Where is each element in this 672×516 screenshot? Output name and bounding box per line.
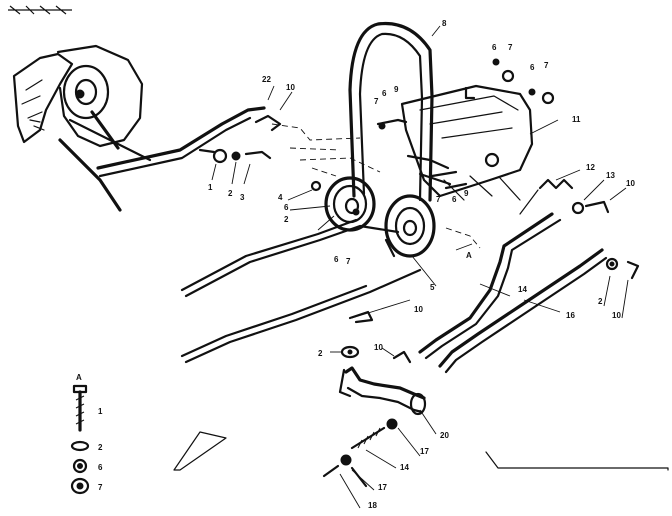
header-scribble — [8, 5, 72, 15]
callout-10-mid: 10 — [414, 305, 423, 314]
callout-17-upper: 17 — [420, 447, 429, 456]
spring-12 — [519, 178, 574, 215]
callout-10-low: 10 — [374, 343, 383, 352]
callout-10-right: 10 — [626, 179, 635, 188]
callout-9-mid: 9 — [464, 189, 469, 198]
key-label-7: 7 — [98, 483, 103, 492]
callout-10-right2: 10 — [612, 311, 621, 320]
callout-8: 8 — [442, 19, 447, 28]
threaded-rod-upper — [350, 418, 398, 450]
key-label-6: 6 — [98, 463, 103, 472]
mounting-bracket-11 — [400, 84, 534, 201]
callout-6-top2: 6 — [530, 63, 535, 72]
assembly-lines — [271, 123, 481, 249]
link-bracket-20 — [338, 366, 427, 416]
key-label-1: 1 — [98, 407, 103, 416]
hardware-key — [70, 384, 90, 495]
belt-guide-hardware — [376, 118, 468, 190]
callout-6-top: 6 — [492, 43, 497, 52]
hairpin-clip-10-mid — [348, 310, 374, 324]
callout-18: 18 — [368, 501, 377, 510]
callout-7-top: 7 — [508, 43, 513, 52]
control-rod-22 — [96, 106, 266, 178]
callout-2-pulley: 2 — [284, 215, 289, 224]
key-label-a: A — [76, 373, 82, 382]
callout-6-pulley: 6 — [284, 203, 289, 212]
callout-7-pulley: 7 — [346, 257, 351, 266]
threaded-rod-lower — [322, 454, 368, 488]
engine-housing — [12, 44, 152, 212]
callout-a: A — [466, 251, 472, 260]
callout-3: 3 — [240, 193, 245, 202]
callout-6-belt: 6 — [382, 89, 387, 98]
rod-16 — [438, 248, 608, 374]
drive-belt-lower — [180, 218, 422, 364]
callout-labels: 8 6 7 6 7 22 10 7 6 9 11 12 13 10 7 6 9 … — [76, 19, 635, 510]
callout-12: 12 — [586, 163, 595, 172]
callout-5: 5 — [430, 283, 435, 292]
drive-belt-upper — [348, 21, 434, 202]
callout-4: 4 — [278, 193, 283, 202]
clip-13-10 — [571, 200, 610, 215]
callout-10-top: 10 — [286, 83, 295, 92]
callout-17-lower: 17 — [378, 483, 387, 492]
callout-14-lower: 14 — [400, 463, 409, 472]
callout-1: 1 — [208, 183, 213, 192]
callout-7-top2: 7 — [544, 61, 549, 70]
callout-20: 20 — [440, 431, 449, 440]
callout-16: 16 — [566, 311, 575, 320]
idler-pulley-right-5 — [384, 194, 436, 258]
leader-lines — [211, 25, 629, 509]
callout-9-belt: 9 — [394, 85, 399, 94]
idler-pulley-left — [324, 176, 376, 232]
top-hardware — [492, 58, 555, 105]
callout-11: 11 — [572, 115, 581, 124]
callout-14-upper: 14 — [518, 285, 527, 294]
rod-14 — [418, 212, 562, 360]
washer-2-mid — [340, 345, 360, 359]
rod-end-hardware — [605, 257, 640, 280]
callout-7-belt: 7 — [374, 97, 379, 106]
callout-6-mid: 6 — [452, 195, 457, 204]
callout-13: 13 — [606, 171, 615, 180]
ground-plate — [173, 431, 669, 471]
callout-6-pulley2: 6 — [334, 255, 339, 264]
callout-2-left: 2 — [228, 189, 233, 198]
key-label-2: 2 — [98, 443, 103, 452]
hairpin-clip-10-low — [392, 350, 412, 364]
callout-22: 22 — [262, 75, 271, 84]
callout-2-right: 2 — [598, 297, 603, 306]
rod22-hardware — [198, 114, 322, 192]
callout-7-mid: 7 — [436, 195, 441, 204]
callout-2-mid: 2 — [318, 349, 323, 358]
